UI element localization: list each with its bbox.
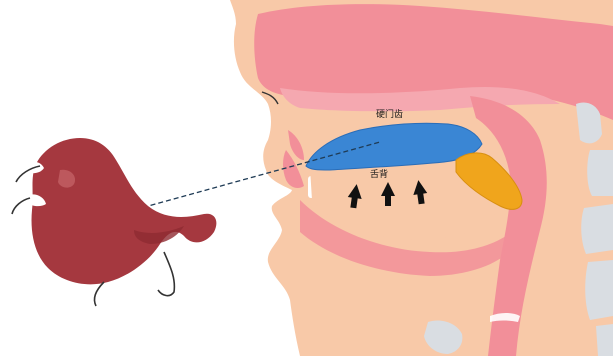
hard-palate-label: 硬门齿 bbox=[376, 108, 403, 120]
tongue-label: 舌背 bbox=[370, 168, 388, 180]
palatal-denture-icon bbox=[12, 138, 216, 306]
